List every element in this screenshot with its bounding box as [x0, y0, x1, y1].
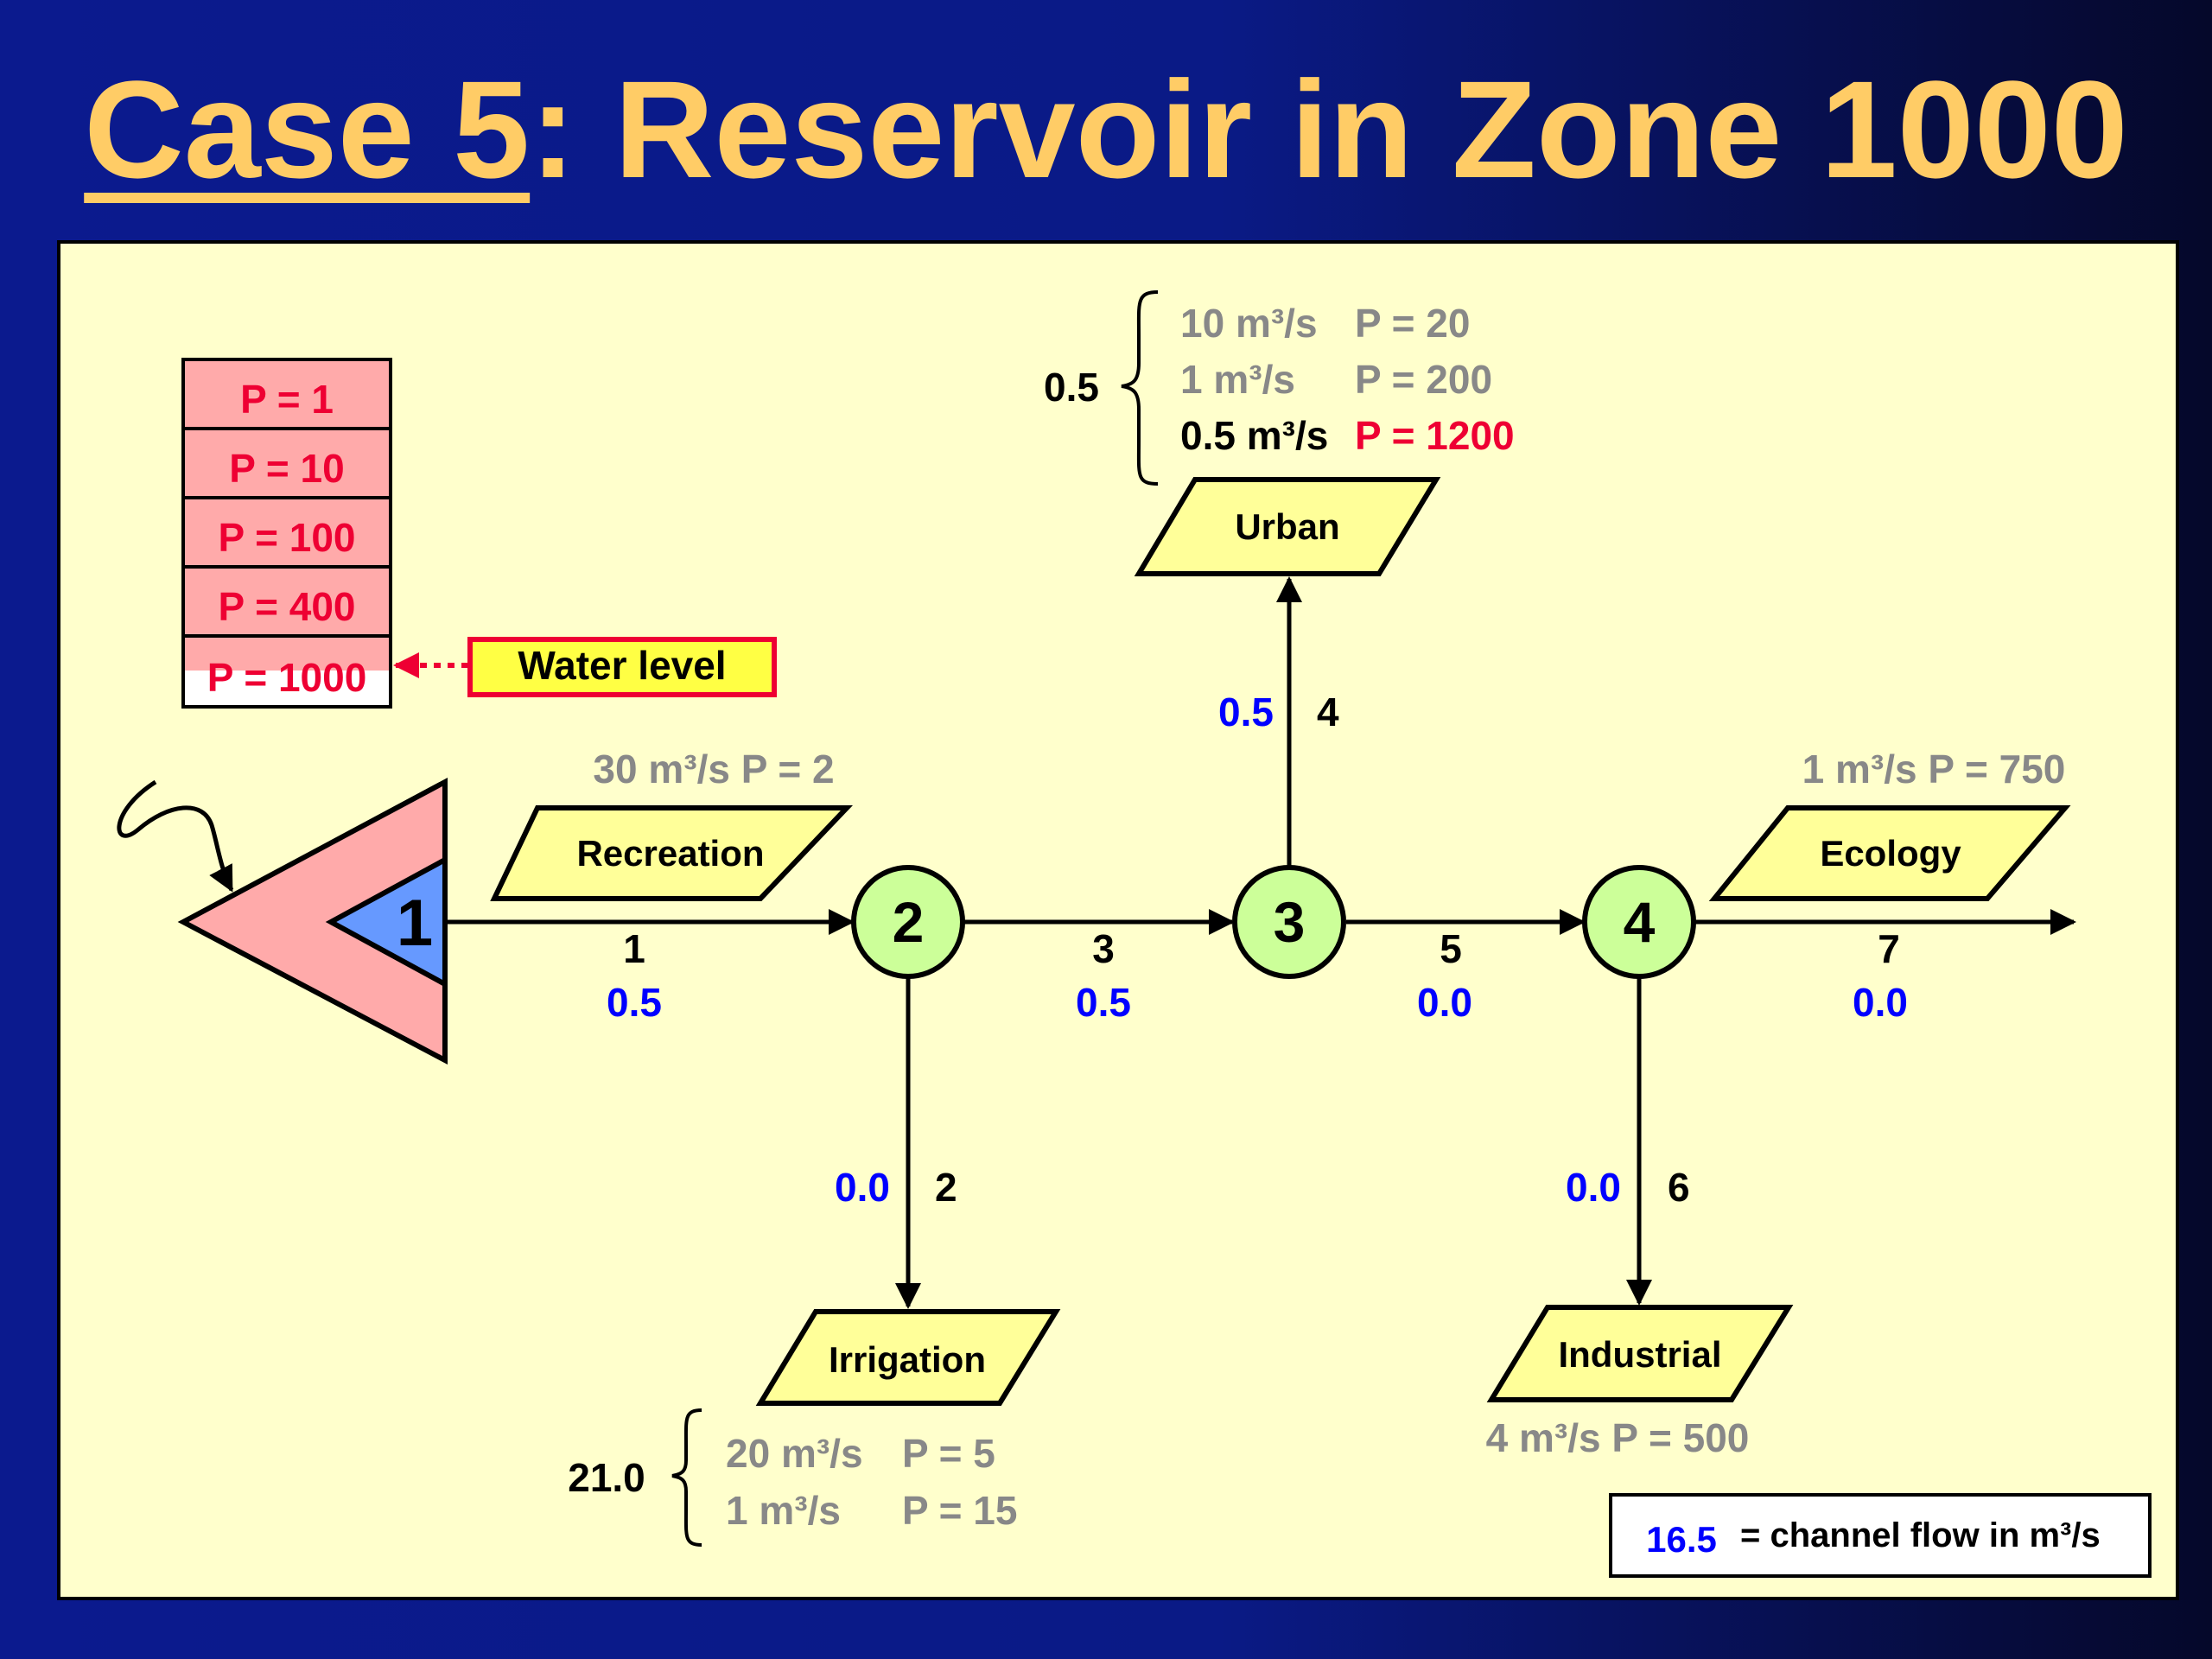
irrigation-spec-1-p: P = 5 [902, 1431, 995, 1476]
recreation-label: Recreation [576, 833, 764, 874]
link-4-flow: 0.5 [1218, 690, 1274, 734]
link-5-flow: 0.0 [1417, 980, 1472, 1025]
title-rest: : Reservoir in Zone 1000 [530, 52, 2128, 207]
node-2 [851, 865, 965, 979]
link-3-id: 3 [1092, 926, 1115, 971]
link-1-id: 1 [623, 926, 645, 971]
zone-2-label: P = 10 [229, 446, 344, 491]
recreation-spec: 30 m³/s P = 2 [593, 747, 834, 791]
node-4-label: 4 [1624, 890, 1656, 954]
irrigation-spec-1-flow: 20 m³/s [726, 1431, 863, 1476]
legend-box [1609, 1493, 2152, 1578]
irrigation-brace [671, 1408, 702, 1547]
industrial-demand [1486, 1305, 1794, 1402]
node-3 [1232, 865, 1346, 979]
legend-sample-flow: 16.5 [1646, 1519, 1717, 1560]
urban-spec-1-p: P = 20 [1355, 301, 1470, 346]
ecology-spec: 1 m³/s P = 750 [1802, 747, 2066, 791]
irrigation-demand [755, 1309, 1061, 1406]
node-4 [1582, 865, 1696, 979]
legend-text: = channel flow in m³/s [1740, 1516, 2101, 1554]
industrial-label: Industrial [1558, 1334, 1721, 1375]
reservoir-zone-stack: P = 1 P = 10 P = 100 P = 400 P = 1000 [181, 358, 392, 709]
node-3-label: 3 [1274, 890, 1306, 954]
urban-spec-3-p: P = 1200 [1355, 413, 1515, 458]
link-6-flow: 0.0 [1566, 1165, 1621, 1210]
link-7-id: 7 [1878, 926, 1900, 971]
page-title: Case 5: Reservoir in Zone 1000 [0, 52, 2212, 207]
ecology-demand [1708, 805, 2071, 901]
node-2-label: 2 [893, 890, 925, 954]
water-level-box [467, 637, 777, 697]
urban-brace [1121, 290, 1159, 486]
title-case: Case 5 [84, 52, 531, 207]
reservoir-node-label: 1 [397, 887, 433, 960]
urban-demand [1134, 477, 1441, 576]
urban-label: Urban [1235, 506, 1339, 547]
urban-spec-2-flow: 1 m³/s [1180, 357, 1295, 402]
urban-spec-3-flow: 0.5 m³/s [1180, 413, 1328, 458]
link-5-id: 5 [1440, 926, 1462, 971]
zone-5-label: P = 1000 [207, 655, 367, 700]
water-level-label: Water level [518, 643, 726, 688]
recreation-demand [490, 805, 853, 901]
link-2-flow: 0.0 [835, 1165, 890, 1210]
urban-spec-1-flow: 10 m³/s [1180, 301, 1318, 346]
industrial-spec: 4 m³/s P = 500 [1486, 1415, 1750, 1460]
link-7-flow: 0.0 [1853, 980, 1908, 1025]
ecology-label: Ecology [1820, 833, 1961, 874]
inflow-arrow [117, 779, 234, 893]
irrigation-spec-2-flow: 1 m³/s [726, 1488, 841, 1533]
urban-allocated: 0.5 [1044, 365, 1099, 410]
irrigation-label: Irrigation [829, 1339, 986, 1380]
irrigation-allocated: 21.0 [568, 1455, 645, 1500]
link-1-flow: 0.5 [607, 980, 662, 1025]
urban-spec-2-p: P = 200 [1355, 357, 1492, 402]
zone-2-box [181, 427, 392, 499]
link-6-id: 6 [1668, 1165, 1690, 1210]
link-3-flow: 0.5 [1076, 980, 1131, 1025]
irrigation-spec-2-p: P = 15 [902, 1488, 1017, 1533]
link-2-id: 2 [935, 1165, 957, 1210]
link-4-id: 4 [1317, 690, 1339, 734]
zone-1-label: P = 1 [240, 377, 334, 422]
zone-3-label: P = 100 [218, 515, 355, 560]
zone-5-water-fill [185, 638, 389, 671]
zone-1-box [181, 358, 392, 430]
zone-4-label: P = 400 [218, 584, 355, 629]
zone-4-box [181, 565, 392, 638]
